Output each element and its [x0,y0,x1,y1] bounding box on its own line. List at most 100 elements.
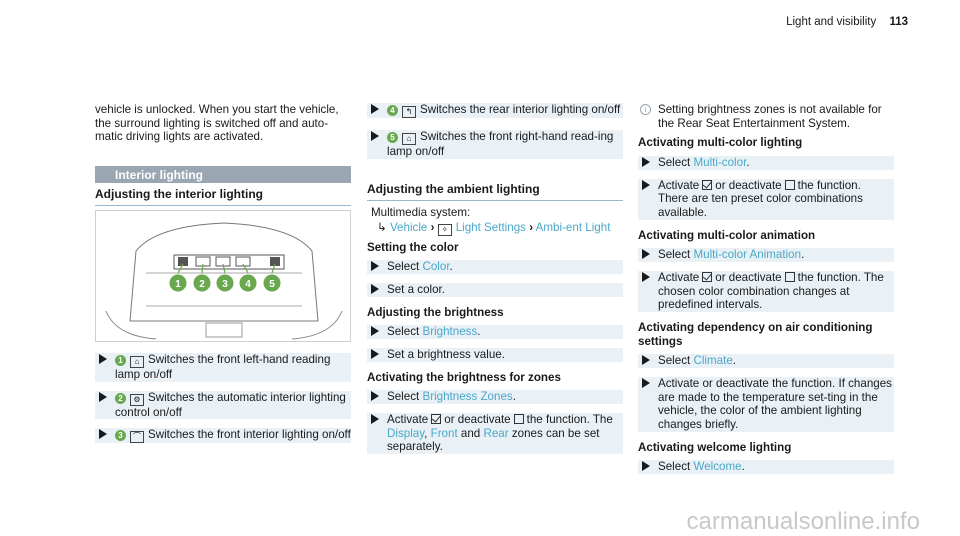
path-ambient-light[interactable]: Ambi-ent Light [535,220,611,234]
zone-display[interactable]: Display [387,426,425,440]
figure-label-5: 5 [269,279,275,290]
or-deactivate-word: or deactivate [444,413,511,427]
heading-air-conditioning: Activating dependency on air conditionin… [638,321,873,348]
reading-lamp-right-icon: ⌂ [402,133,416,145]
return-arrow-icon: ↳ [377,220,387,234]
menu-welcome[interactable]: Welcome [693,460,742,474]
info-note: i Setting brightness zones is not availa… [638,103,894,130]
step-front-left-lamp: 1⌂Switches the front left-hand reading l… [95,353,351,382]
figure-label-2: 2 [199,279,205,290]
section-title: Light and visibility [786,16,877,28]
step-rear-interior: 4 ↰ Switches the rear interior lighting on… [367,103,623,118]
checkbox-checked-icon [431,414,442,425]
step-select-welcome: Select Welcome. [638,460,894,475]
heading-multi-color: Activating multi-color lighting [638,136,803,150]
step-select-color: Select Color. [367,260,623,275]
step-select-zones: Select Brightness Zones. [367,390,623,405]
step-text: Switches the front left-hand reading lam… [115,353,331,381]
step-select-multi: Select Multi-color. [638,156,894,170]
heading-animation: Activating multi-color animation [638,228,816,242]
step-text: Switches the front interior lighting on/… [148,428,351,442]
select-word: Select [387,260,420,274]
control-panel-figure: 1 2 3 4 5 [95,210,351,342]
step-text: Set a brightness value. [387,348,505,362]
page-number: 113 [889,16,908,28]
multimedia-label: Multimedia system: [371,206,471,219]
zone-rear[interactable]: Rear [483,426,509,440]
step-number-badge: 1 [115,355,126,366]
select-word: Select [387,390,420,404]
zone-front[interactable]: Front [430,426,458,440]
auto-lighting-icon: ⚙ [130,393,144,406]
menu-multi-color-animation[interactable]: Multi-color Animation [693,248,802,262]
subhead-ambient: Adjusting the ambient lighting [367,182,623,202]
arrow-icon [371,261,379,272]
function-word: the function. [797,271,861,285]
step-number-badge: 5 [387,132,398,143]
arrow-icon [371,131,379,141]
step-number-badge: 4 [387,105,398,116]
arrow-icon [642,461,650,472]
rear-interior-light-icon: ↰ [402,106,416,118]
activate-word: Activate [387,413,429,427]
path-separator-icon: › [430,220,435,234]
menu-climate[interactable]: Climate [693,354,733,368]
select-word: Select [658,156,691,170]
front-interior-light-icon: ⌒ [130,431,144,444]
heading-color: Setting the color [367,240,459,254]
path-vehicle[interactable]: Vehicle [389,220,428,234]
arrow-icon [642,272,650,283]
step-activate-climate: Activate or deactivate the function. If … [638,377,894,432]
step-front-right-lamp: 5⌂Switches the front right-hand read-ing… [367,130,623,159]
page-header: Light and visibility 113 [786,16,908,30]
figure-label-4: 4 [245,279,251,290]
step-front-interior: 3 ⌒ Switches the front interior lighting o… [95,428,351,444]
step-number-badge: 3 [115,430,126,442]
air-note: If changes are made to the temperature s… [658,377,892,432]
overhead-panel-drawing: 1 2 3 4 5 [105,222,343,340]
activate-text: Activate or deactivate the function. [658,377,836,391]
function-word: the function. [526,413,590,427]
menu-color[interactable]: Color [422,260,450,274]
multi-note: There are ten preset color combinations … [658,192,863,220]
arrow-icon [642,179,650,190]
heading-brightness: Adjusting the brightness [367,305,504,319]
arrow-icon [642,378,650,389]
step-select-brightness: Select Brightness. [367,325,623,340]
activate-word: Activate [658,178,700,192]
step-set-color: Set a color. [367,283,623,297]
ambient-light-icon: ✧ [437,223,452,236]
animation-note: The chosen color combination changes at … [658,271,884,312]
menu-brightness[interactable]: Brightness [422,325,478,339]
arrow-icon [99,391,107,402]
checkbox-empty-icon [784,179,795,190]
step-number-badge: 2 [115,392,126,404]
checkbox-empty-icon [784,272,795,283]
arrow-icon [371,414,379,425]
checkbox-checked-icon [702,179,713,190]
heading-welcome: Activating welcome lighting [638,440,792,454]
path-separator-icon: › [529,220,534,234]
or-deactivate-word: or deactivate [715,271,782,285]
step-text: Switches the automatic interior lighting… [115,390,346,419]
the-word: The [592,413,613,427]
arrow-icon [371,349,379,360]
arrow-icon [371,284,379,295]
arrow-icon [642,157,650,168]
zones-tail: zones can be set separately. [387,426,600,454]
figure-label-3: 3 [222,279,228,290]
select-word: Select [387,325,420,339]
step-text: Switches the rear interior lighting on/o… [420,103,621,116]
menu-brightness-zones[interactable]: Brightness Zones [422,390,513,404]
heading-zones: Activating the brightness for zones [367,370,561,384]
menu-multi-color[interactable]: Multi-color [693,156,747,170]
step-auto-lighting: 2 ⚙Switches the automatic interior lighti… [95,390,351,420]
watermark-footer: carmanualsonline.info [686,508,920,535]
subhead-interior: Adjusting the interior lighting [95,187,351,207]
select-word: Select [658,354,691,368]
function-word: the function. [797,178,861,192]
path-light-settings[interactable]: Light Settings [455,220,526,234]
info-text: Setting brightness zones is not availabl… [658,103,882,130]
